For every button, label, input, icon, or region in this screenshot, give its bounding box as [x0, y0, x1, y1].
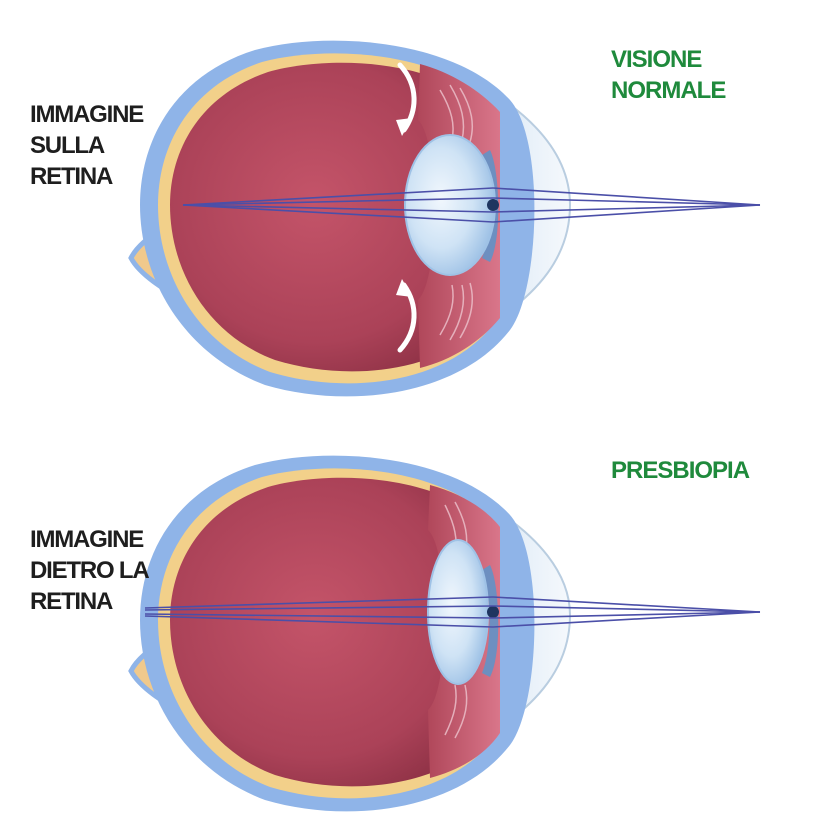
label-line: RETINA [30, 586, 149, 617]
eye-presbyopia [131, 456, 760, 812]
image-position-label-normal: IMMAGINE SULLA RETINA [30, 99, 143, 192]
label-line: SULLA [30, 130, 143, 161]
label-line: VISIONE [611, 44, 725, 75]
lens [405, 135, 495, 275]
label-line: DIETRO LA [30, 555, 149, 586]
status-label-normal: VISIONE NORMALE [611, 44, 725, 106]
status-label-presbyopia: PRESBIOPIA [611, 455, 749, 486]
label-line: RETINA [30, 161, 143, 192]
label-line: NORMALE [611, 75, 725, 106]
label-line: IMMAGINE [30, 524, 149, 555]
lens [428, 540, 488, 684]
label-line: IMMAGINE [30, 99, 143, 130]
image-position-label-presbyopia: IMMAGINE DIETRO LA RETINA [30, 524, 149, 617]
label-line: PRESBIOPIA [611, 455, 749, 486]
